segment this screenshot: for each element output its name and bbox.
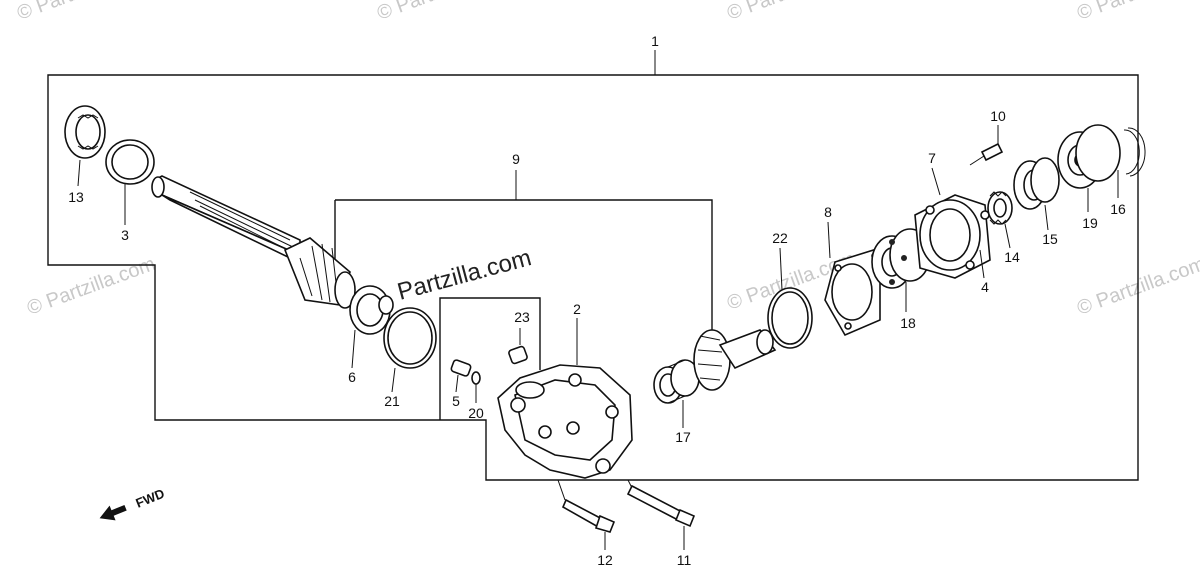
- callout-15: 15: [1042, 231, 1058, 247]
- callout-8: 8: [824, 204, 832, 220]
- leader-7: [931, 167, 941, 196]
- watermark-top-1: © Partzilla.com: [14, 0, 148, 25]
- callout-16: 16: [1110, 201, 1126, 217]
- watermarks: © Partzilla.com © Partzilla.com © Partzi…: [14, 0, 1200, 320]
- assembly-outline-9: [335, 199, 713, 340]
- part-5-bolt: [450, 359, 472, 377]
- callout-5: 5: [452, 393, 460, 409]
- part-20-washer: [471, 371, 481, 385]
- callout-22: 22: [772, 230, 788, 246]
- part-3-washer: [105, 139, 155, 185]
- callout-7: 7: [928, 150, 936, 166]
- watermark-top-3: © Partzilla.com: [724, 0, 858, 25]
- part-6-thrust-washer: [349, 285, 394, 335]
- callout-14: 14: [1004, 249, 1020, 265]
- leader-15: [1044, 204, 1049, 231]
- callouts: 1 9 13 3 6 21 23 2 5 20 17 12 11 22 8 18…: [68, 33, 1126, 568]
- callout-10: 10: [990, 108, 1006, 124]
- watermark-top-4: © Partzilla.com: [1074, 0, 1200, 25]
- part-9-pinion-shaft: [151, 175, 356, 309]
- part-23-dowel-pin: [508, 345, 528, 365]
- part-2-gear-case: [497, 364, 633, 479]
- fwd-indicator: FWD: [99, 486, 167, 521]
- callout-11: 11: [677, 552, 692, 568]
- callout-21: 21: [384, 393, 400, 409]
- watermark-mid-3: © Partzilla.com: [1074, 253, 1200, 320]
- part-8-gasket: [824, 246, 881, 337]
- callout-3: 3: [121, 227, 129, 243]
- part-9-ring-gear: [693, 329, 777, 391]
- part-13-bearing-race: [64, 105, 106, 159]
- watermark-center: Partzilla.com: [395, 244, 535, 306]
- leader-22: [779, 247, 783, 291]
- part-7-bearing-holder: [914, 194, 991, 279]
- part-14-lock-washer: [987, 191, 1013, 225]
- part-21-o-ring: [383, 307, 437, 369]
- callout-2: 2: [573, 301, 581, 317]
- leader-13: [77, 159, 81, 187]
- part-11-bolt: [626, 479, 696, 528]
- assembly-outline-1: [47, 74, 1139, 481]
- part-10-screw: [969, 142, 1004, 166]
- callout-20: 20: [468, 405, 484, 421]
- leader-14: [1004, 223, 1011, 249]
- fwd-label: FWD: [134, 486, 167, 511]
- callout-4: 4: [981, 279, 989, 295]
- callout-6: 6: [348, 369, 356, 385]
- part-17-ball-bearing: [653, 359, 700, 404]
- part-15-lock-nut: [1013, 157, 1060, 210]
- callout-18: 18: [900, 315, 916, 331]
- callout-9: 9: [512, 151, 520, 167]
- leader-8: [827, 221, 831, 259]
- part-19-oil-seal: [1057, 124, 1121, 189]
- callout-1: 1: [651, 33, 659, 49]
- callout-13: 13: [68, 189, 84, 205]
- callout-23: 23: [514, 309, 530, 325]
- leader-4: [979, 249, 985, 279]
- leader-21: [391, 367, 396, 393]
- inner-outline: [439, 297, 541, 420]
- callout-12: 12: [597, 552, 613, 568]
- part-22-o-ring: [767, 287, 813, 349]
- leader-6: [351, 329, 356, 369]
- leader-5: [455, 374, 459, 393]
- callout-19: 19: [1082, 215, 1098, 231]
- part-16-circlip: [1123, 127, 1146, 177]
- watermark-top-2: © Partzilla.com: [374, 0, 508, 25]
- part-12-bolt: [557, 479, 616, 533]
- callout-17: 17: [675, 429, 691, 445]
- arrow-left-icon: [99, 504, 127, 521]
- watermark-mid-1: © Partzilla.com: [24, 253, 158, 320]
